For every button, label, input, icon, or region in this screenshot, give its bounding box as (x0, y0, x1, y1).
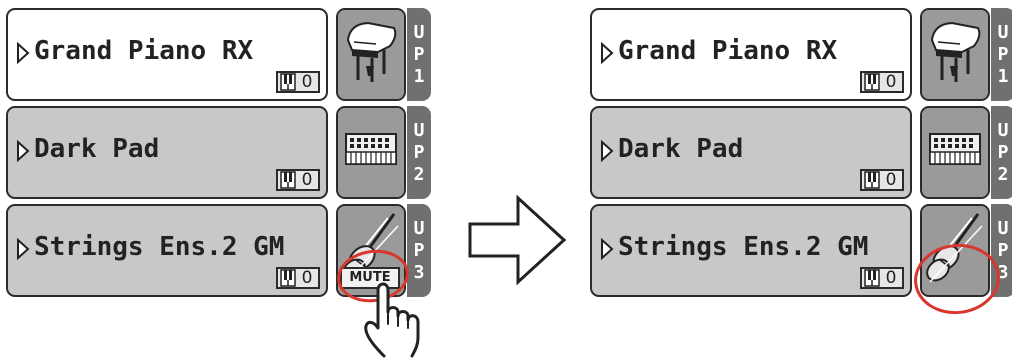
midi-channel-value: 0 (301, 170, 313, 190)
instrument-icon-button[interactable] (336, 8, 406, 101)
midi-channel-indicator: 0 (276, 169, 320, 191)
right-arrow-icon (462, 190, 572, 290)
tag-letter: P (413, 43, 425, 65)
midi-icon (280, 171, 296, 189)
track-name-label: Strings Ens.2 GM (34, 232, 285, 262)
midi-channel-indicator: 0 (276, 71, 320, 93)
midi-icon (864, 269, 880, 287)
tag-letter: P (997, 141, 1009, 163)
tag-letter: U (413, 119, 425, 141)
track-row-upper-1[interactable]: Grand Piano RX 0 U P 1 (0, 8, 440, 103)
instrument-icon-button[interactable] (920, 106, 990, 199)
midi-channel-indicator: 0 (276, 267, 320, 289)
track-name-button[interactable]: Dark Pad 0 (590, 106, 912, 199)
play-triangle-icon (16, 140, 30, 162)
play-triangle-icon (600, 42, 614, 64)
track-panel-before: Grand Piano RX 0 U P 1 Dark Pad 0 (0, 0, 440, 358)
track-tag: U P 1 (991, 8, 1012, 101)
tag-letter: P (413, 141, 425, 163)
track-name-button[interactable]: Grand Piano RX 0 (6, 8, 328, 101)
tag-letter: P (997, 43, 1009, 65)
midi-channel-value: 0 (885, 72, 897, 92)
midi-channel-indicator: 0 (860, 169, 904, 191)
tag-letter: 2 (413, 163, 425, 185)
midi-channel-value: 0 (301, 268, 313, 288)
play-triangle-icon (600, 238, 614, 260)
track-tag: U P 3 (991, 204, 1012, 297)
tag-letter: 2 (997, 163, 1009, 185)
instrument-icon-button[interactable] (336, 106, 406, 199)
midi-channel-value: 0 (885, 268, 897, 288)
instrument-icon-button[interactable] (920, 204, 990, 297)
instrument-icon-button[interactable]: MUTE (336, 204, 406, 297)
tag-letter: U (413, 217, 425, 239)
track-name-label: Grand Piano RX (34, 36, 254, 66)
tag-letter: U (997, 119, 1009, 141)
track-name-button[interactable]: Strings Ens.2 GM 0 (6, 204, 328, 297)
track-row-upper-2[interactable]: Dark Pad 0 U P 2 (0, 106, 440, 201)
midi-icon (280, 269, 296, 287)
tag-letter: U (997, 21, 1009, 43)
tag-letter: P (413, 239, 425, 261)
midi-icon (864, 171, 880, 189)
track-name-label: Dark Pad (34, 134, 160, 164)
midi-channel-value: 0 (301, 72, 313, 92)
instrument-icon-button[interactable] (920, 8, 990, 101)
track-tag: U P 2 (991, 106, 1012, 199)
track-row-upper-2[interactable]: Dark Pad 0 U P 2 (584, 106, 1012, 201)
track-name-label: Dark Pad (618, 134, 744, 164)
play-triangle-icon (16, 238, 30, 260)
keyboard-icon (922, 108, 988, 197)
track-name-label: Strings Ens.2 GM (618, 232, 869, 262)
track-name-label: Grand Piano RX (618, 36, 838, 66)
track-row-upper-1[interactable]: Grand Piano RX 0 U P 1 (584, 8, 1012, 103)
tag-letter: U (413, 21, 425, 43)
track-tag: U P 2 (407, 106, 431, 199)
pointing-hand-icon (340, 272, 440, 358)
play-triangle-icon (600, 140, 614, 162)
tag-letter: P (997, 239, 1009, 261)
tag-letter: U (997, 217, 1009, 239)
track-name-button[interactable]: Dark Pad 0 (6, 106, 328, 199)
tag-letter: 1 (413, 65, 425, 87)
grand-piano-icon (338, 10, 404, 99)
track-row-upper-3[interactable]: Strings Ens.2 GM 0 MUTE U P 3 (0, 204, 440, 299)
track-panel-after: Grand Piano RX 0 U P 1 Dark Pad 0 (584, 0, 1012, 358)
track-name-button[interactable]: Grand Piano RX 0 (590, 8, 912, 101)
track-row-upper-3[interactable]: Strings Ens.2 GM 0 U P 3 (584, 204, 1012, 299)
keyboard-icon (338, 108, 404, 197)
track-tag: U P 3 (407, 204, 431, 297)
midi-icon (280, 73, 296, 91)
tag-letter: 3 (413, 261, 425, 283)
tag-letter: 1 (997, 65, 1009, 87)
grand-piano-icon (922, 10, 988, 99)
midi-channel-indicator: 0 (860, 71, 904, 93)
midi-channel-indicator: 0 (860, 267, 904, 289)
midi-channel-value: 0 (885, 170, 897, 190)
tag-letter: 3 (997, 261, 1009, 283)
play-triangle-icon (16, 42, 30, 64)
track-name-button[interactable]: Strings Ens.2 GM 0 (590, 204, 912, 297)
midi-icon (864, 73, 880, 91)
track-tag: U P 1 (407, 8, 431, 101)
